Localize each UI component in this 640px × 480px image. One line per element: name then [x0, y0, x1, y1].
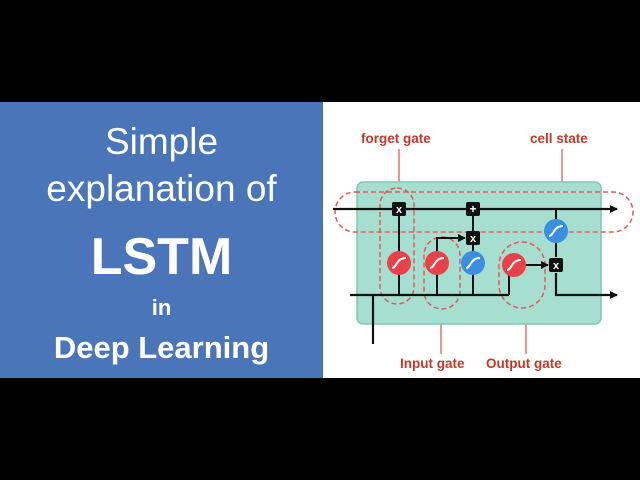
title-line-in: in	[151, 295, 172, 320]
title-panel: Simple explanation of LSTM in Deep Learn…	[0, 102, 323, 378]
forget-gate-label: forget gate	[361, 131, 431, 146]
output-gate-outline	[498, 241, 546, 309]
forget-sigmoid-icon	[387, 251, 411, 275]
lstm-diagram: forget gate cell state Input gate Output…	[333, 131, 634, 371]
svg-text:x: x	[470, 233, 477, 245]
output-sigmoid-icon	[502, 253, 526, 277]
title-line-deep-learning: Deep Learning	[53, 330, 270, 365]
cell-add-icon: +	[466, 202, 480, 216]
title-line-lstm: LSTM	[90, 228, 233, 286]
output-gate-label: Output gate	[486, 356, 562, 371]
input-sigmoid-path	[436, 234, 466, 295]
thumbnail-band: Simple explanation of LSTM in Deep Learn…	[0, 102, 640, 378]
input-gate-label: Input gate	[400, 356, 465, 371]
forget-multiply-icon: x	[392, 202, 406, 216]
svg-text:x: x	[553, 260, 560, 272]
hidden-output-line	[554, 273, 618, 299]
svg-text:x: x	[396, 204, 403, 216]
cell-state-outline	[334, 191, 634, 233]
input-sigmoid-icon	[425, 251, 449, 275]
output-tanh-icon	[544, 219, 568, 243]
input-multiply-icon: x	[466, 231, 480, 245]
output-multiply-icon: x	[549, 258, 563, 272]
cell-state-label: cell state	[530, 131, 588, 146]
candidate-tanh-icon	[461, 251, 485, 275]
svg-text:+: +	[469, 202, 476, 216]
lstm-diagram-panel: forget gate cell state Input gate Output…	[323, 102, 640, 378]
title-line-explanation: explanation of	[46, 168, 277, 209]
title-line-simple: Simple	[104, 121, 219, 162]
forget-gate-outline	[379, 187, 415, 305]
